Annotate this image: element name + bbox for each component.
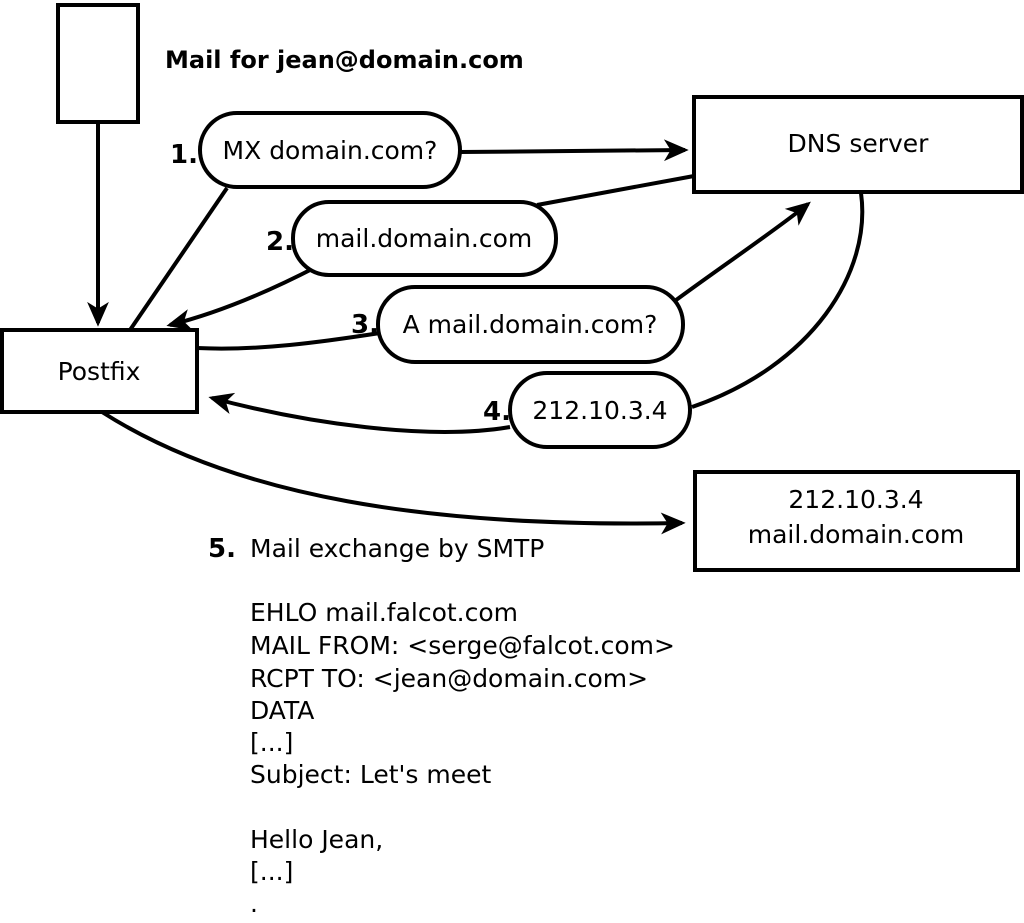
mail-server-box	[693, 470, 1020, 572]
step4-label: 212.10.3.4	[532, 396, 667, 425]
dns-server-box	[692, 95, 1024, 194]
line-dns-to-reply4	[691, 192, 865, 409]
dns-server-label: DNS server	[788, 129, 930, 158]
mail-server-ip-label: 212.10.3.4	[788, 485, 923, 514]
smtp-line-end-dot: .	[250, 889, 258, 918]
step5-smtp-exchange: 5. Mail exchange by SMTP	[208, 534, 544, 564]
envelope-node	[56, 3, 140, 124]
step4-pill	[508, 371, 692, 449]
step1-label: MX domain.com?	[223, 136, 438, 165]
step2-number: 2.	[266, 227, 294, 257]
step2-label: mail.domain.com	[316, 224, 532, 253]
step4-a-reply: 4. 212.10.3.4	[483, 371, 692, 449]
step1-pill	[198, 111, 462, 189]
step1-mx-query: 1. MX domain.com?	[170, 111, 462, 189]
diagram-caption: Mail for jean@domain.com	[165, 46, 524, 74]
step5-number: 5.	[208, 534, 236, 564]
connectors	[87, 123, 865, 535]
smtp-line-greeting: Hello Jean,	[250, 825, 383, 854]
smtp-line-data: DATA	[250, 696, 314, 725]
postfix-box	[0, 328, 199, 414]
postfix-label: Postfix	[58, 357, 141, 386]
step3-number: 3.	[351, 310, 379, 340]
envelope-icon	[56, 3, 140, 124]
mail-server-node: 212.10.3.4 mail.domain.com	[693, 470, 1020, 572]
arrow-postfix-to-mailserver	[100, 410, 686, 535]
arrow-query1-to-dns	[459, 139, 689, 162]
arrow-reply4-to-postfix	[208, 392, 511, 434]
step5-label: Mail exchange by SMTP	[250, 534, 544, 563]
mail-server-hostname-label: mail.domain.com	[748, 520, 964, 549]
step3-a-query: 3. A mail.domain.com?	[351, 285, 685, 364]
smtp-line-ellipsis-2: [...]	[250, 857, 293, 886]
smtp-line-subject: Subject: Let's meet	[250, 760, 491, 789]
step2-mx-reply: 2. mail.domain.com	[266, 200, 558, 277]
smtp-session-transcript: EHLO mail.falcot.com MAIL FROM: <serge@f…	[250, 598, 675, 918]
line-dns-to-reply2	[536, 174, 695, 207]
arrow-query3-to-dns	[670, 201, 811, 305]
postfix-node: Postfix	[0, 328, 199, 414]
step2-pill	[291, 200, 558, 277]
smtp-line-rcpt-to: RCPT TO: <jean@domain.com>	[250, 664, 648, 693]
arrow-reply2-to-postfix	[166, 265, 317, 331]
smtp-line-ellipsis-1: [...]	[250, 728, 293, 757]
step1-number: 1.	[170, 140, 198, 170]
step3-label: A mail.domain.com?	[403, 310, 658, 339]
dns-server-node: DNS server	[692, 95, 1024, 194]
smtp-line-mail-from: MAIL FROM: <serge@falcot.com>	[250, 631, 675, 660]
step4-number: 4.	[483, 397, 511, 427]
step3-pill	[376, 285, 685, 364]
line-postfix-to-query1	[128, 186, 229, 332]
smtp-line-ehlo: EHLO mail.falcot.com	[250, 598, 518, 627]
line-postfix-to-query3	[196, 331, 381, 351]
